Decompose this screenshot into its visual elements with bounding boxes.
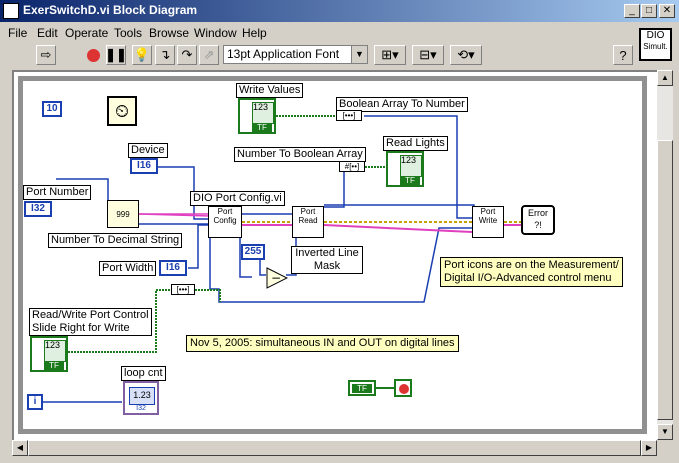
minimize-button[interactable]: _ [624,4,640,18]
block-diagram-canvas[interactable]: 10 ⏲ Device I16 Port Number I32 999 Numb… [12,70,657,440]
loop-cnt-indicator[interactable]: 1.23 I32 [123,381,159,415]
scroll-up-button[interactable]: ▲ [657,70,673,86]
chevron-down-icon: ▼ [351,46,367,63]
menu-operate[interactable]: Operate [65,26,109,40]
svg-text:−: − [271,271,281,285]
align-objects-button[interactable]: ⊞▾ [374,45,406,65]
port-read-node[interactable]: Port Read [292,206,324,238]
ports-note-line1: Port icons are on the Measurement/ [444,259,619,271]
step-out-button[interactable]: ⇗ [199,45,219,65]
number-to-decimal-label: Number To Decimal String [48,233,183,248]
pause-button[interactable]: ❚❚ [105,45,127,65]
menu-tools[interactable]: Tools [114,26,143,40]
port-config-node[interactable]: Port Config [208,206,242,238]
port-number-terminal[interactable]: I32 [24,201,52,217]
menu-file[interactable]: File [8,26,28,40]
scroll-right-button[interactable]: ▶ [641,440,657,456]
number-to-bool-node[interactable]: #[••] [339,161,365,172]
metronome-icon[interactable]: ⏲ [107,96,137,126]
subtract-node[interactable]: − [266,267,288,289]
vi-icon-line2: Simult. [643,42,668,51]
menu-browse[interactable]: Browse [149,26,190,40]
const-255[interactable]: 255 [241,244,265,260]
highlight-execution-button[interactable]: 💡 [132,45,152,65]
tf-constant-text: TF [352,384,372,393]
distribute-objects-button[interactable]: ⊟▾ [412,45,444,65]
run-arrow-button[interactable]: ⇨ [36,45,56,65]
rw-label-line1: Read/Write Port Control [32,309,149,321]
reorder-button[interactable]: ⟲▾ [450,45,482,65]
read-lights-tf: TF [400,176,420,185]
device-terminal[interactable]: I16 [130,158,158,174]
error-node-text: Error [528,208,548,218]
error-handler-node[interactable]: Error?! [521,205,555,235]
date-note: Nov 5, 2005: simultaneous IN and OUT on … [186,335,459,352]
font-select-value: 13pt Application Font [227,47,340,61]
rw-label-line2: Slide Right for Write [32,322,130,334]
read-lights-terminal[interactable]: 123 TF [386,151,424,187]
font-select[interactable]: 13pt Application Font ▼ [223,45,368,64]
port-write-node[interactable]: Port Write [472,206,504,238]
abort-button[interactable] [83,45,103,65]
help-button[interactable]: ? [613,45,633,65]
rw-bool-to-number-node[interactable]: [•••] [171,284,195,295]
loop-iteration-terminal[interactable]: i [27,394,43,410]
menu-window[interactable]: Window [194,26,237,40]
dio-port-config-label: DIO Port Config.vi [190,191,285,206]
scroll-left-button[interactable]: ◀ [12,440,28,456]
port-width-terminal[interactable]: I16 [159,260,187,276]
scroll-down-button[interactable]: ▼ [657,424,673,440]
maximize-button[interactable]: □ [641,4,657,18]
step-over-button[interactable]: ↷ [177,45,197,65]
number-to-bool-label: Number To Boolean Array [234,147,366,162]
ports-note: Port icons are on the Measurement/Digita… [440,257,623,287]
stop-icon [399,384,409,394]
menu-help[interactable]: Help [242,26,267,40]
bool-to-number-node[interactable]: [•••] [336,110,362,121]
const-10[interactable]: 10 [42,101,62,117]
number-to-decimal-node[interactable]: 999 [107,200,139,228]
inverted-line-mask-label: Inverted Line Mask [291,246,363,274]
close-button[interactable]: ✕ [659,4,675,18]
vertical-scroll-thumb[interactable] [657,140,673,420]
loop-cnt-value: 1.23 [129,387,155,405]
horizontal-scroll-thumb[interactable] [28,440,641,456]
read-lights-label: Read Lights [383,136,448,151]
loop-cnt-type: I32 [136,405,146,412]
menu-edit[interactable]: Edit [37,26,58,40]
loop-cnt-label: loop cnt [121,366,166,381]
title-bar [0,0,679,22]
window-title: ExerSwitchD.vi Block Diagram [23,3,198,17]
num-to-dec-icon-text: 999 [116,210,130,219]
vi-icon-line1: DIO [646,30,665,41]
step-into-button[interactable]: ↴ [155,45,175,65]
ports-note-line2: Digital I/O-Advanced control menu [444,272,612,284]
port-number-label: Port Number [23,185,92,200]
device-label: Device [128,143,168,158]
vertical-scrollbar[interactable]: ▲ ▼ [657,70,673,440]
rw-control-tf: TF [44,361,64,370]
rw-control-terminal[interactable]: 123 TF [30,336,68,372]
port-width-label: Port Width [99,261,157,276]
tf-constant[interactable]: TF [348,380,376,396]
read-lights-array: 123 [400,155,422,177]
write-values-array: 123 [252,102,274,124]
vi-window-icon [3,3,19,19]
write-values-tf: TF [252,123,272,132]
menu-bar: File Edit Operate Tools Browse Window He… [0,23,636,42]
bool-to-number-label: Boolean Array To Number [336,97,468,112]
write-values-terminal[interactable]: 123 TF [238,98,276,134]
write-values-label: Write Values [236,83,304,98]
horizontal-scrollbar[interactable]: ◀ ▶ [12,440,657,456]
rw-control-array: 123 [44,340,66,362]
stop-condition-terminal[interactable] [394,379,412,397]
